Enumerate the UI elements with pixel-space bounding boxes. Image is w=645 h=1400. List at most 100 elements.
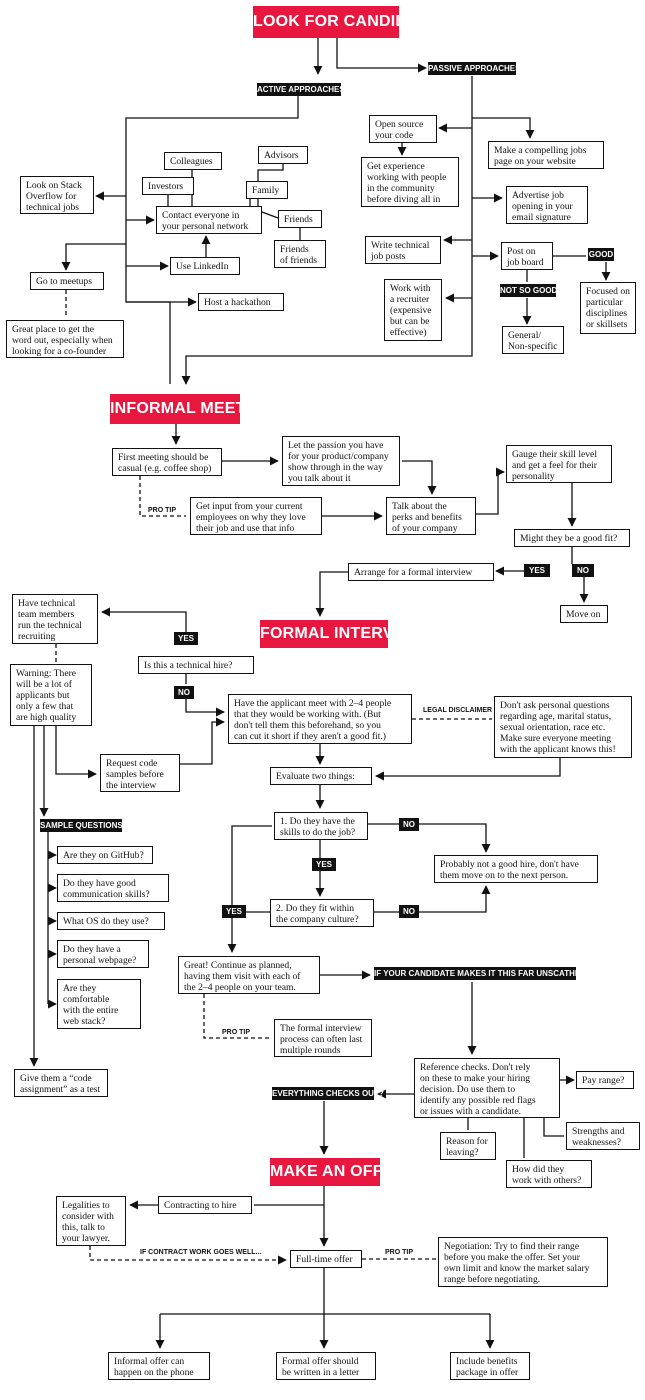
node-contact-everyone: Contact everyone in your personal networ… bbox=[156, 206, 262, 234]
connector-38 bbox=[315, 571, 348, 617]
tag-yes-culture: YES bbox=[222, 905, 246, 918]
connector-53 bbox=[231, 825, 272, 913]
node-formal-offer: Formal offer should be written in a lett… bbox=[276, 1352, 376, 1380]
banner-formal-interview: FORMAL INTERVIEW bbox=[260, 620, 424, 648]
tag-everything-checks-out: EVERYTHING CHECKS OUT? bbox=[272, 1087, 384, 1100]
node-reference-checks: Reference checks. Don't rely on these to… bbox=[414, 1058, 560, 1118]
node-dont-ask-personal: Don't ask personal questions regarding a… bbox=[494, 696, 632, 758]
node-post-job-board: Post on job board bbox=[501, 242, 553, 270]
connector-11 bbox=[261, 211, 279, 219]
node-friends: Friends bbox=[278, 210, 322, 228]
node-code-assignment: Give them a “code assignment” as a test bbox=[14, 1069, 108, 1097]
tag-unscathed: IF YOUR CANDIDATE MAKES IT THIS FAR UNSC… bbox=[374, 967, 593, 980]
tag-no-fit: NO bbox=[572, 564, 594, 577]
node-great-place: Great place to get the word out, especia… bbox=[6, 320, 124, 358]
node-pay-range: Pay range? bbox=[576, 1071, 634, 1089]
node-is-technical-hire: Is this a technical hire? bbox=[138, 656, 254, 674]
node-q-os: What OS do they use? bbox=[57, 912, 165, 930]
tag-no-skills: NO bbox=[399, 818, 419, 831]
connector-52 bbox=[374, 885, 491, 913]
node-first-meeting: First meeting should be casual (e.g. cof… bbox=[112, 448, 222, 476]
node-move-on: Move on bbox=[560, 605, 608, 623]
node-advisors: Advisors bbox=[258, 146, 308, 164]
label-if-contract-goes-well: IF CONTRACT WORK GOES WELL... bbox=[138, 1248, 264, 1257]
node-q-github: Are they on GitHub? bbox=[57, 846, 153, 864]
tag-no-culture: NO bbox=[399, 905, 419, 918]
node-not-good-hire: Probably not a good hire, don't have the… bbox=[434, 855, 598, 883]
tag-not-so-good: NOT SO GOOD bbox=[500, 284, 558, 297]
banner-make-an-offer: MAKE AN OFFER bbox=[270, 1158, 405, 1186]
label-pro-tip-1: PRO TIP bbox=[146, 506, 179, 515]
label-legal-disclaimer: LEGAL DISCLAIMER bbox=[421, 706, 495, 715]
connector-31 bbox=[476, 467, 505, 515]
node-request-code: Request code samples before the intervie… bbox=[100, 754, 180, 792]
connector-48 bbox=[375, 758, 561, 781]
banner-look-for-candidates: LOOK FOR CANDIDATES bbox=[253, 6, 449, 38]
node-focused-disciplines: Focused on particular disciplines or ski… bbox=[580, 282, 636, 334]
node-look-stack-overflow: Look on Stack Overflow for technical job… bbox=[20, 176, 94, 214]
node-q-communication: Do they have good communication skills? bbox=[57, 874, 169, 902]
node-colleagues: Colleagues bbox=[164, 152, 222, 170]
node-evaluate-two: Evaluate two things: bbox=[270, 767, 372, 785]
connector-16 bbox=[181, 76, 473, 385]
tag-no-technical: NO bbox=[174, 686, 194, 699]
node-strengths: Strengths and weaknesses? bbox=[566, 1122, 640, 1150]
connector-65 bbox=[203, 994, 272, 1039]
label-pro-tip-3: PRO TIP bbox=[383, 1248, 416, 1257]
node-investors: Investors bbox=[142, 177, 194, 195]
node-legalities: Legalities to consider with this, talk t… bbox=[56, 1196, 126, 1246]
node-gauge-skill: Gauge their skill level and get a feel f… bbox=[506, 445, 612, 483]
tag-active-approaches: ACTIVE APPROACHES bbox=[257, 83, 345, 96]
label-pro-tip-2: PRO TIP bbox=[220, 1028, 253, 1037]
node-talk-perks: Talk about the perks and benefits of you… bbox=[386, 497, 476, 535]
node-advertise-job: Advertise job opening in your email sign… bbox=[506, 186, 588, 224]
node-host-hackathon: Host a hackathon bbox=[198, 293, 284, 311]
tag-good: GOOD bbox=[588, 248, 614, 261]
node-get-input: Get input from your current employees on… bbox=[190, 497, 322, 535]
tag-yes-skills: YES bbox=[312, 858, 336, 871]
node-arrange-formal: Arrange for a formal interview bbox=[348, 563, 494, 581]
node-general-nonspecific: General/ Non-specific bbox=[502, 326, 564, 354]
node-get-experience: Get experience working with people in th… bbox=[361, 157, 459, 207]
node-use-linkedin: Use LinkedIn bbox=[170, 257, 240, 275]
connector-1 bbox=[336, 38, 427, 73]
connector-44 bbox=[55, 726, 97, 779]
connector-33 bbox=[139, 476, 186, 517]
node-work-with-others: How did they work with others? bbox=[506, 1160, 592, 1188]
banner-informal-meeting: INFORMAL MEETING bbox=[110, 394, 274, 424]
node-formal-process: The formal interview process can often l… bbox=[274, 1019, 372, 1057]
node-open-source: Open source your code bbox=[369, 115, 437, 143]
node-let-passion: Let the passion you have for your produc… bbox=[282, 436, 400, 486]
node-negotiation: Negotiation: Try to find their range bef… bbox=[438, 1237, 608, 1287]
tag-yes-technical: YES bbox=[174, 632, 198, 645]
node-friends-of-friends: Friends of friends bbox=[274, 240, 326, 268]
node-informal-offer: Informal offer can happen on the phone bbox=[108, 1352, 210, 1380]
node-write-job-posts: Write technical job posts bbox=[365, 236, 441, 264]
connector-50 bbox=[368, 823, 491, 853]
node-meet-with-people: Have the applicant meet with 2–4 people … bbox=[228, 694, 412, 744]
node-great-continue: Great! Continue as planned, having them … bbox=[178, 956, 320, 994]
connector-18 bbox=[472, 117, 535, 139]
connector-45 bbox=[180, 717, 225, 765]
connector-2 bbox=[125, 96, 299, 384]
node-family: Family bbox=[246, 181, 288, 199]
node-might-be-fit: Might they be a good fit? bbox=[514, 529, 630, 547]
node-q-webpage: Do they have a personal webpage? bbox=[57, 940, 149, 968]
node-q-web-stack: Are they comfortable with the entire web… bbox=[57, 979, 141, 1029]
connector-7 bbox=[61, 243, 126, 271]
node-technical-team: Have technical team members run the tech… bbox=[12, 594, 98, 644]
node-include-benefits: Include benefits package in offer bbox=[450, 1352, 530, 1380]
node-compelling-jobs-page: Make a compelling jobs page on your webs… bbox=[488, 141, 604, 169]
node-reason-leaving: Reason for leaving? bbox=[440, 1132, 496, 1160]
tag-sample-questions: SAMPLE QUESTIONS bbox=[40, 819, 123, 832]
connector-75 bbox=[89, 1246, 287, 1265]
connector-30 bbox=[402, 460, 437, 495]
node-work-with-recruiter: Work with a recruiter (expensive but can… bbox=[384, 279, 442, 341]
node-do-have-skills: 1. Do they have the skills to do the job… bbox=[274, 812, 368, 840]
tag-passive-approaches: PASSIVE APPROACHES bbox=[428, 62, 521, 75]
node-warning: Warning: There will be a lot of applican… bbox=[10, 664, 92, 726]
connector-69 bbox=[543, 1118, 564, 1137]
node-full-time: Full-time offer bbox=[290, 1250, 362, 1268]
tag-yes-fit: YES bbox=[524, 564, 550, 577]
